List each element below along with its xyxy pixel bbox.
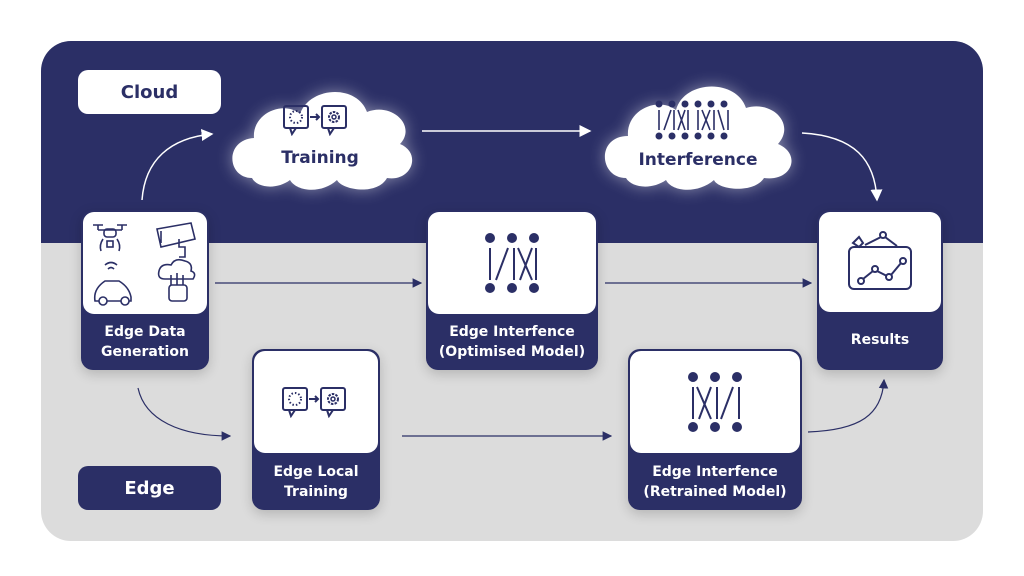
training-cloud-label: Training	[281, 148, 359, 168]
training-icon	[282, 387, 346, 418]
inference-cloud-label: Interference	[638, 150, 758, 170]
edge-local-training-node: Edge Local Training	[252, 349, 380, 510]
training-icon	[283, 105, 347, 136]
node-label-line2: Training	[284, 483, 348, 500]
node-label-line2: Generation	[101, 344, 189, 360]
edge-zone-label: Edge	[78, 466, 221, 510]
results-node: Results	[817, 210, 943, 370]
training-cloud: Training	[222, 78, 418, 196]
edge-inference-retrained-node: Edge Interfence (Retrained Model)	[628, 349, 802, 510]
arrow-datagen-to-localtraining	[137, 387, 232, 441]
node-label-line1: Edge Interfence	[652, 463, 778, 480]
neural-network-icon	[485, 233, 539, 293]
node-label-line2: (Optimised Model)	[438, 344, 586, 360]
node-label: Results	[850, 332, 910, 348]
edge-inference-optimised-node: Edge Interfence (Optimised Model)	[426, 210, 598, 370]
arrow-datagen-to-training	[141, 129, 214, 201]
neural-network-icon	[688, 372, 742, 432]
chart-board-icon	[848, 231, 912, 290]
neural-network-icon	[655, 100, 729, 140]
node-label-line1: Edge Interfence	[449, 324, 575, 340]
drone-icon	[93, 224, 127, 252]
cloud-zone-label: Cloud	[78, 70, 221, 114]
node-label-line2: (Retrained Model)	[643, 483, 787, 500]
node-label-line1: Edge Local	[273, 463, 359, 480]
arrow-retrained-to-results	[807, 378, 889, 433]
cctv-camera-icon	[156, 222, 196, 258]
node-label-line1: Edge Data	[104, 324, 186, 340]
edge-data-generation-node: Edge Data Generation	[81, 210, 209, 370]
iot-cloud-device-icon	[157, 258, 196, 302]
connected-car-icon	[93, 261, 132, 306]
inference-cloud: Interference	[596, 74, 800, 192]
arrow-inference-to-results	[801, 132, 883, 202]
